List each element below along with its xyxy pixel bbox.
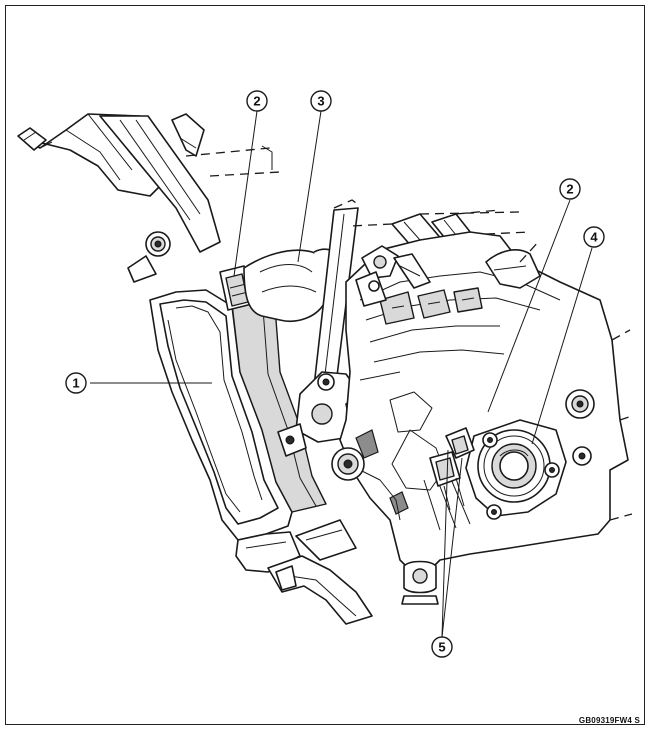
callout-4: 4 [583,226,605,248]
engine-bolt-right [565,329,633,521]
component-4-port [465,419,567,520]
component-5-connectors [429,427,475,511]
svg-text:1: 1 [72,376,79,391]
bracket-bolt [127,231,171,283]
callout-2-right: 2 [559,178,581,200]
callout-1: 1 [65,372,87,394]
svg-text:3: 3 [317,94,324,109]
callout-3: 3 [310,90,332,112]
figure-code: GB09319FW4 S [578,716,640,725]
leader-lines [90,110,593,638]
svg-text:2: 2 [253,94,260,109]
casting-ribs [355,391,471,605]
lower-tube [267,519,373,625]
svg-text:5: 5 [438,640,445,655]
upper-left-bracket [17,113,281,253]
callout-2-left: 2 [246,90,268,112]
callout-5: 5 [431,636,453,658]
svg-text:2: 2 [566,182,573,197]
engine-bolt-left [331,447,365,481]
svg-text:4: 4 [590,230,598,245]
